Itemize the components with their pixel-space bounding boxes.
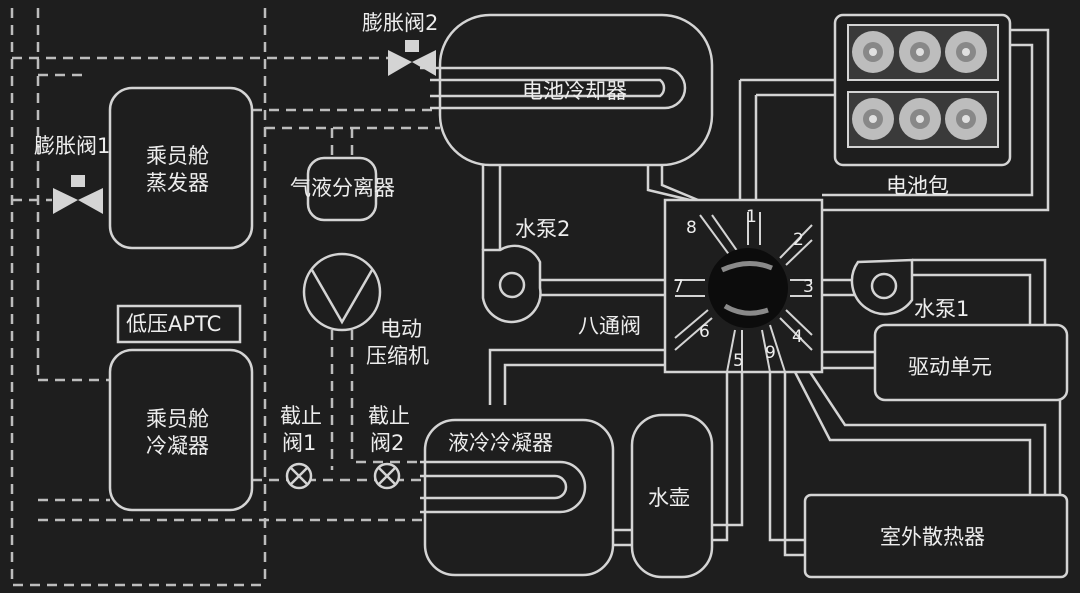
shutoff-valve-2-icon: [373, 462, 401, 490]
expansion-valve-2-label: 膨胀阀2: [362, 11, 438, 35]
expansion-valve-1-icon: [53, 175, 103, 214]
battery-chiller-coil: [420, 66, 687, 110]
shutoff-valve-1-label-line1: 截止: [280, 404, 322, 428]
valve-port-1: 1: [746, 207, 757, 227]
water-pump-2-label: 水泵2: [515, 217, 570, 241]
coolant-valve-to-radiator: [768, 372, 805, 542]
coolant-lines: [481, 28, 1062, 557]
liquid-cooled-condenser-coil-inner: [420, 474, 568, 500]
water-pump-1-icon: [850, 258, 914, 316]
water-tank-box: [630, 413, 714, 579]
low-pressure-aptc-label: 低压APTC: [126, 312, 221, 336]
coolant-pump1-right-b: [912, 273, 1032, 325]
cabin-condenser-box: [108, 348, 254, 512]
valve-port-4: 4: [792, 327, 803, 347]
battery-cells: [847, 24, 999, 148]
coolant-battery-pack-right: [822, 28, 1050, 212]
expansion-valve-2-icon: [388, 40, 436, 76]
cabin-evaporator-label-line1: 乘员舱: [146, 144, 209, 168]
electric-compressor-icon: [302, 252, 382, 332]
shutoff-valve-2-label-line2: 阀2: [370, 431, 404, 455]
coolant-lcc-to-valve: [488, 348, 665, 405]
coolant-lcc-to-valve-b: [503, 363, 665, 405]
liquid-cooled-condenser-label: 液冷冷凝器: [448, 431, 553, 455]
battery-chiller-label: 电池冷却器: [522, 79, 627, 103]
coolant-diag-radiator-b: [808, 371, 1047, 495]
cabin-condenser-label-line2: 冷凝器: [146, 434, 209, 458]
cabin-evaporator-box: [108, 86, 254, 250]
electric-compressor-label-line1: 电动: [380, 317, 422, 341]
valve-port-8: 8: [686, 218, 697, 238]
expansion-valve-1-label: 膨胀阀1: [34, 134, 110, 158]
valve-port-9: 9: [765, 343, 776, 363]
shutoff-valve-1-icon: [285, 462, 313, 490]
cabin-condenser-label-line1: 乘员舱: [146, 407, 209, 431]
coolant-valve-to-lcc-b: [712, 372, 729, 542]
water-pump-2-icon: [481, 244, 542, 324]
eight-way-valve: [663, 198, 824, 374]
shutoff-valve-1-label-line2: 阀1: [282, 431, 316, 455]
eight-way-valve-rotor-icon: [708, 248, 788, 328]
battery-chiller-box: [438, 13, 714, 167]
coolant-diag-radiator: [793, 371, 1032, 495]
cabin-evaporator-label-line2: 蒸发器: [146, 171, 209, 195]
gas-liquid-separator-label: 气液分离器: [290, 176, 395, 200]
coolant-chiller-to-valve: [646, 165, 691, 202]
drive-unit-box: [873, 323, 1069, 402]
eight-way-valve-label: 八通阀: [578, 314, 641, 338]
valve-port-3: 3: [803, 277, 814, 297]
liquid-cooled-condenser-coil: [420, 460, 587, 514]
coolant-chiller-to-valve-b: [660, 165, 699, 202]
shutoff-valve-2-label-line1: 截止: [368, 404, 410, 428]
water-pump-1-label: 水泵1: [914, 297, 969, 321]
valve-port-7: 7: [673, 277, 684, 297]
battery-chiller-coil-inner: [430, 78, 666, 98]
water-tank-label: 水壶: [648, 486, 690, 510]
valve-port-6: 6: [699, 322, 710, 342]
coolant-valve-to-radiator-b: [783, 372, 805, 557]
coolant-pump1-right: [912, 258, 1047, 325]
refrigerant-lines: [10, 8, 440, 587]
battery-pack-label: 电池包: [886, 174, 949, 198]
low-pressure-aptc-box: [116, 304, 242, 344]
valve-port-5: 5: [733, 351, 744, 371]
coolant-valve-to-lcc: [712, 372, 744, 527]
gas-liquid-separator-box: [306, 156, 378, 222]
drive-unit-label: 驱动单元: [908, 355, 992, 379]
valve-port-2: 2: [793, 230, 804, 250]
outdoor-radiator-box: [803, 493, 1069, 579]
outdoor-radiator-label: 室外散热器: [880, 525, 985, 549]
coolant-battery-pack-right-b: [822, 43, 1034, 197]
refrigerant-comp-down-b: [350, 330, 420, 464]
electric-compressor-label-line2: 压缩机: [366, 344, 429, 368]
